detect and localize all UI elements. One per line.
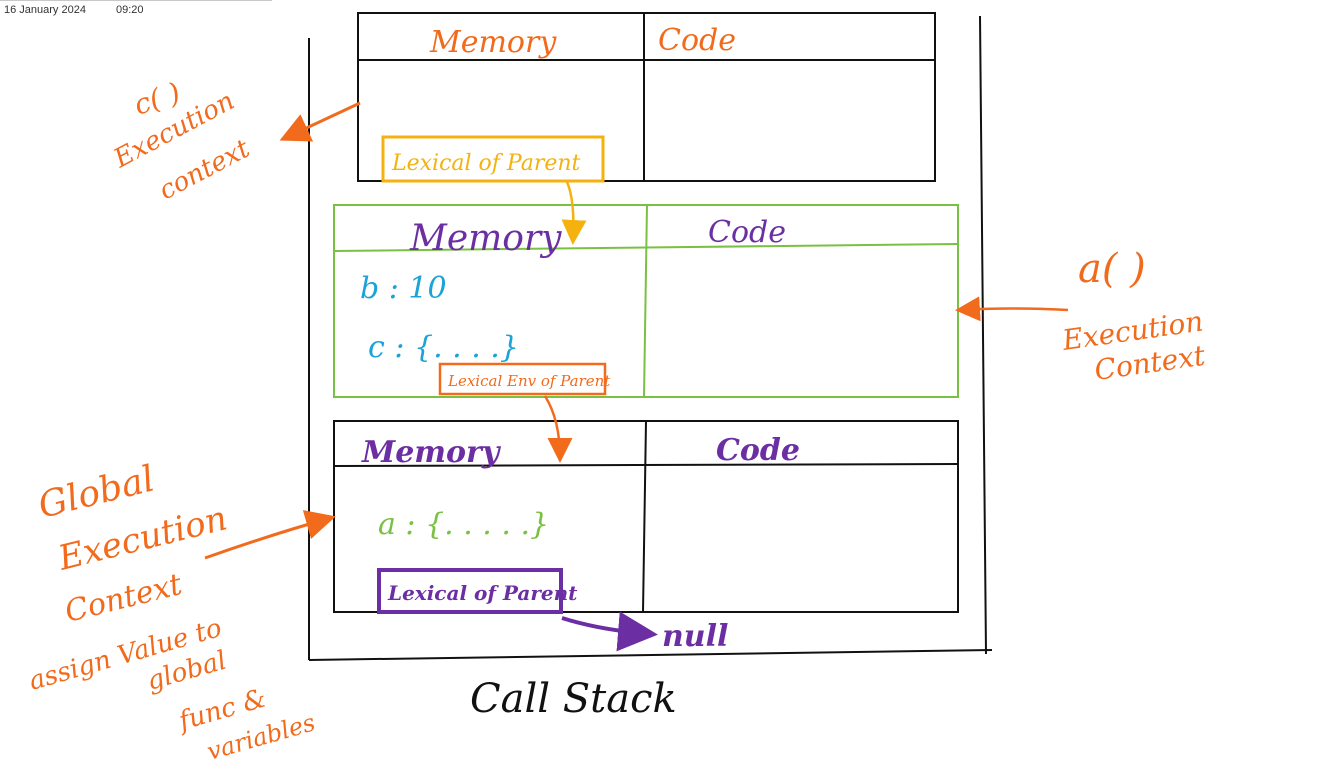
global-context-annotation: Global Execution Context assign Value to… [26, 458, 336, 766]
note-date: 16 January 2024 [4, 4, 86, 16]
call-stack-label: Call Stack [470, 676, 677, 722]
call-stack-frame [308, 15, 993, 661]
c-execution-context-box: Memory Code Lexical of Parent [357, 12, 936, 183]
null-label: null [662, 619, 728, 654]
a-memory-label: Memory [409, 218, 562, 259]
c-lexical-label: Lexical of Parent [391, 151, 581, 176]
a-context-name: a( ) [1078, 246, 1146, 292]
global-code-label: Code [716, 433, 800, 468]
stack-bottom-wall [308, 649, 993, 661]
global-to-null-arrow [561, 611, 658, 652]
a-annotation-arrow [955, 296, 1069, 322]
a-memory-item-b: b : 10 [360, 271, 447, 306]
c-memory-label: Memory [429, 25, 557, 60]
a-memory-item-c: c : {. . . .} [368, 330, 519, 365]
c-context-annotation: c( ) Execution context [108, 76, 361, 206]
a-to-global-lexical-arrow [543, 395, 573, 463]
global-lexical-label: Lexical of Parent [387, 581, 578, 605]
global-annotation-arrow [204, 510, 336, 560]
a-context-annotation: a( ) Execution Context [955, 246, 1208, 387]
global-annotation-line3: Context [61, 567, 186, 630]
stack-right-wall [979, 15, 987, 655]
global-memory-item-a: a : {. . . . .} [378, 507, 549, 542]
header-divider [0, 0, 272, 1]
a-execution-context-box: Memory Code b : 10 c : {. . . .} Lexical… [333, 204, 959, 398]
a-code-label: Code [708, 215, 786, 250]
a-lexical-label: Lexical Env of Parent [447, 372, 611, 390]
c-to-a-lexical-arrow [561, 181, 587, 245]
global-execution-context-box: Memory Code a : {. . . . .} Lexical of P… [333, 420, 959, 614]
c-annotation-arrow [279, 101, 361, 142]
c-code-label: Code [658, 23, 736, 58]
global-memory-label: Memory [361, 435, 502, 470]
note-time: 09:20 [116, 4, 144, 16]
global-annotation-line1: Global [34, 458, 158, 526]
